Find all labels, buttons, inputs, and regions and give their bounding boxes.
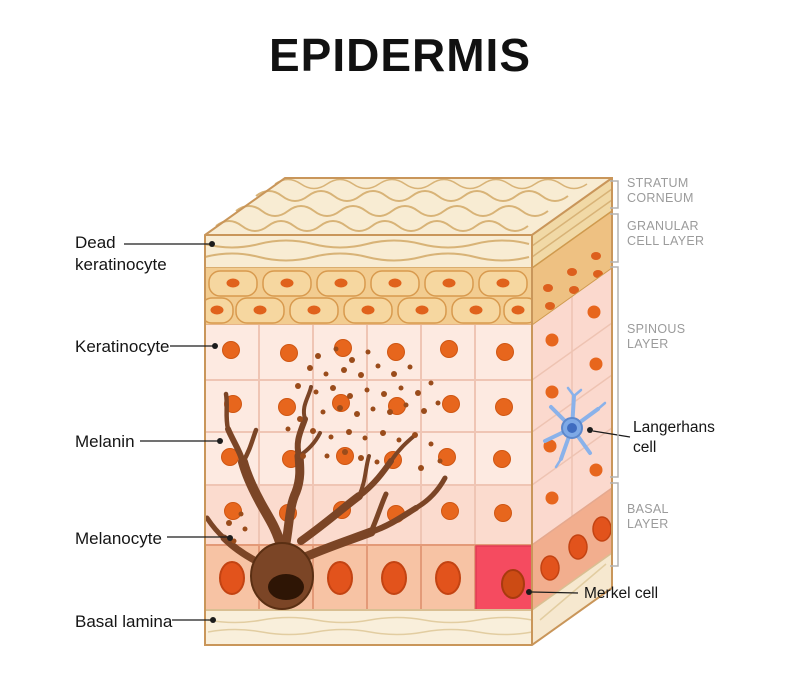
leader-melanocyte (167, 535, 233, 541)
basal-lamina-layer (205, 609, 533, 645)
side-face (531, 178, 613, 645)
leader-lines (124, 241, 631, 623)
leader-dead-keratinocyte (124, 241, 215, 247)
label-melanocyte: Melanocyte (75, 529, 162, 548)
granular-side-nuclei (543, 252, 603, 310)
keratinocyte-nuclei (221, 339, 514, 523)
label-granular-cell-layer: GRANULAR CELL LAYER (627, 219, 705, 248)
label-basal-lamina: Basal lamina (75, 612, 173, 631)
bracket-granular (610, 213, 619, 263)
melanin-dots (226, 346, 443, 544)
label-basal-layer: BASAL LAYER (627, 502, 669, 531)
leader-keratinocyte (170, 343, 218, 349)
layer-brackets (610, 180, 619, 567)
diagram-title: EPIDERMIS (268, 29, 532, 81)
leader-merkel (526, 589, 579, 595)
leader-basal-lamina (172, 617, 216, 623)
leader-melanin (140, 438, 223, 444)
label-dead-keratinocyte: Dead keratinocyte (75, 233, 167, 275)
top-surface-stratum-corneum (205, 178, 612, 235)
leader-langerhans (587, 427, 631, 438)
bracket-stratum-corneum (610, 180, 619, 209)
label-spinous-layer: SPINOUS LAYER (627, 322, 686, 351)
stratum-corneum-layer (204, 235, 532, 269)
bracket-basal (610, 482, 619, 567)
granular-cell-layer (205, 268, 532, 326)
label-langerhans-cell: Langerhans cell (633, 419, 715, 457)
melanocyte-nucleus (268, 574, 304, 600)
label-keratinocyte: Keratinocyte (75, 337, 170, 356)
label-stratum-corneum: STRATUM CORNEUM (627, 176, 694, 205)
block-outline (204, 177, 613, 646)
label-merkel-cell: Merkel cell (584, 585, 659, 602)
melanocyte-cell (204, 385, 448, 610)
langerhans-cell (543, 386, 607, 469)
basal-side-nuclei (540, 516, 612, 581)
bracket-spinous (610, 266, 619, 478)
label-melanin: Melanin (75, 432, 135, 451)
merkel-cell-nucleus (501, 569, 525, 599)
